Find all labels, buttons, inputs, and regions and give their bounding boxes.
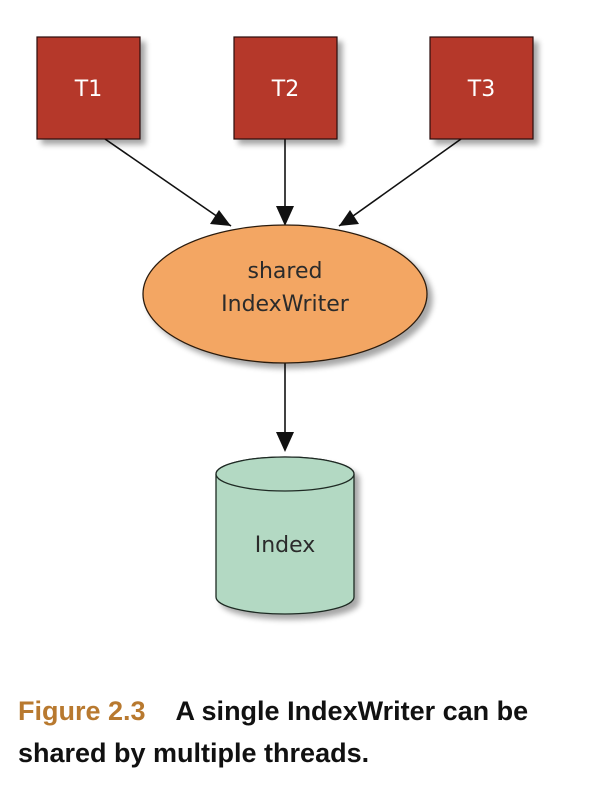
thread-box-t2 xyxy=(233,36,338,140)
thread-label-t1: T1 xyxy=(74,77,102,102)
arrowhead-t2 xyxy=(276,206,294,226)
caption-text: A single IndexWriter can be shared by mu… xyxy=(18,696,529,768)
arrowhead-t3 xyxy=(339,210,359,226)
index-label: Index xyxy=(255,533,316,558)
diagram: T1 T2 T3 shared IndexWriter Index xyxy=(36,36,534,615)
writer-ellipse xyxy=(142,224,428,364)
thread-label-t3: T3 xyxy=(467,77,495,102)
thread-label-t2: T2 xyxy=(271,77,299,102)
figure-label: Figure 2.3 xyxy=(18,696,146,726)
arrow-t1-to-writer xyxy=(104,138,232,227)
thread-box-t3 xyxy=(429,36,534,140)
arrows xyxy=(104,138,462,452)
arrow-t3-to-writer xyxy=(338,138,462,227)
index-cylinder-top xyxy=(215,456,355,492)
writer-label-line2: IndexWriter xyxy=(221,292,350,317)
writer-label-line1: shared xyxy=(248,259,323,284)
arrowhead-t1 xyxy=(210,210,231,226)
thread-box-t1 xyxy=(36,36,141,140)
arrowhead-index xyxy=(276,432,294,452)
